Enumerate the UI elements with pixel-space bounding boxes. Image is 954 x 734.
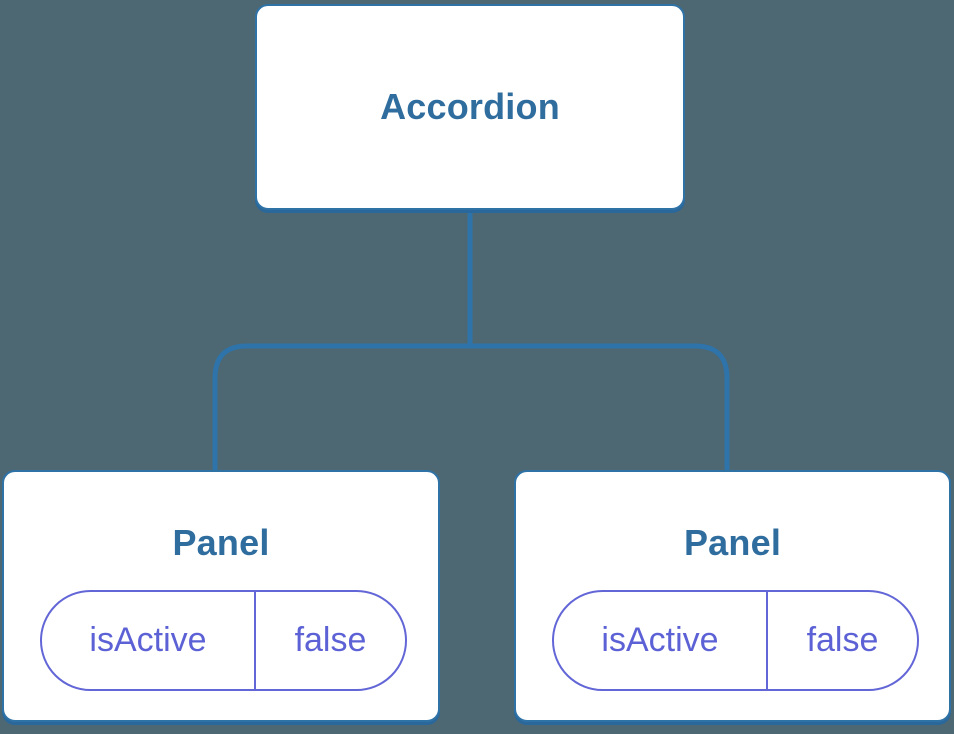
connector-branch [212,343,730,476]
panel-left-title: Panel [4,522,438,564]
component-node-panel-left: Panel isActive false [2,470,440,722]
panel-left-state-key: isActive [42,592,256,689]
panel-right-state-key: isActive [554,592,768,689]
panel-left-label: Panel [172,522,270,563]
panel-right-state-value: false [806,621,879,659]
accordion-node-label: Accordion [380,86,560,127]
panel-left-state-pill: isActive false [40,590,407,691]
component-node-accordion: Accordion [255,4,685,210]
panel-left-state-value: false [294,621,367,659]
component-node-panel-right: Panel isActive false [514,470,951,722]
panel-right-state-pill: isActive false [552,590,919,691]
panel-right-label: Panel [683,522,782,563]
panel-right-title: Panel [516,522,949,564]
